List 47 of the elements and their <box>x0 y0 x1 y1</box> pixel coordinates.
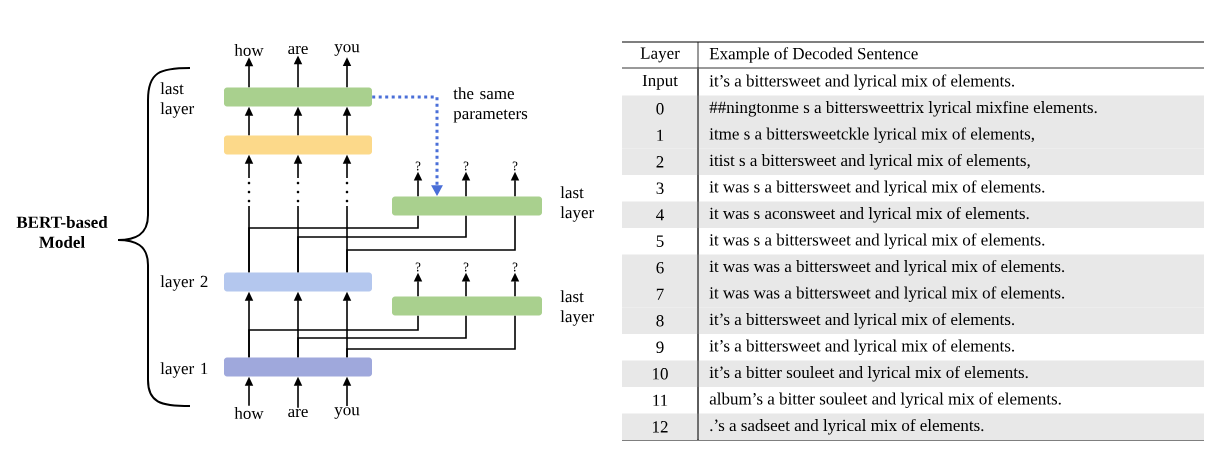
table-cell: album’s a bitter souleet and lyrical mix of elements. <box>709 392 1061 409</box>
connector-line <box>248 214 419 274</box>
word-label: you <box>334 44 360 56</box>
model-label: BERT-based Model <box>16 216 108 248</box>
layer-label: layer 2 <box>160 275 208 291</box>
table-cell: 11 <box>653 394 668 406</box>
table-cell: Example of Decoded Sentence <box>709 47 918 63</box>
table-cell: 6 <box>622 254 698 281</box>
word-label: how <box>234 407 264 419</box>
question-mark: ? <box>463 262 469 272</box>
connector-line <box>248 314 419 359</box>
table-cell: 1 <box>622 122 698 149</box>
table-cell: it’s a bittersweet and lyrical mix of elements. <box>709 339 1015 356</box>
layer-label: last layer <box>160 82 195 118</box>
layer-label: last layer <box>560 186 595 222</box>
connector-line <box>297 314 467 359</box>
table-cell: Layer <box>640 47 680 63</box>
question-mark: ? <box>512 262 518 272</box>
layer-bar <box>224 135 372 155</box>
connector-line <box>346 314 516 359</box>
layer-label: last layer <box>560 290 595 326</box>
table-cell: 7 <box>622 281 698 308</box>
question-mark: ? <box>463 161 469 171</box>
layer-label: layer 1 <box>160 362 208 378</box>
word-label: how <box>234 44 264 56</box>
table-cell: Input <box>642 74 678 90</box>
table-cell: 10 <box>622 360 698 387</box>
table-cell: 9 <box>656 341 664 353</box>
word-label: you <box>334 407 360 419</box>
connector-line <box>297 214 467 274</box>
word-label: are <box>288 408 308 418</box>
question-mark: ? <box>415 262 421 272</box>
table-cell: it was s a bittersweet and lyrical mix of elements. <box>709 233 1045 250</box>
table-cell: 8 <box>622 307 698 334</box>
table-cell: 2 <box>622 148 698 175</box>
table-cell: it was s a bittersweet and lyrical mix of elements. <box>709 180 1045 197</box>
question-mark: ? <box>512 161 518 171</box>
question-mark: ? <box>415 161 421 171</box>
table-cell: 0 <box>622 95 698 122</box>
connector-line <box>346 214 516 274</box>
table-cell: 12 <box>622 413 698 440</box>
table-cell: it’s a bittersweet and lyrical mix of elements. <box>709 74 1015 91</box>
table-cell: 5 <box>656 235 664 247</box>
word-label: are <box>288 45 308 55</box>
edge-label: the same parameters <box>453 87 528 123</box>
table-cell: 3 <box>656 182 664 194</box>
table-cell: 4 <box>622 201 698 228</box>
